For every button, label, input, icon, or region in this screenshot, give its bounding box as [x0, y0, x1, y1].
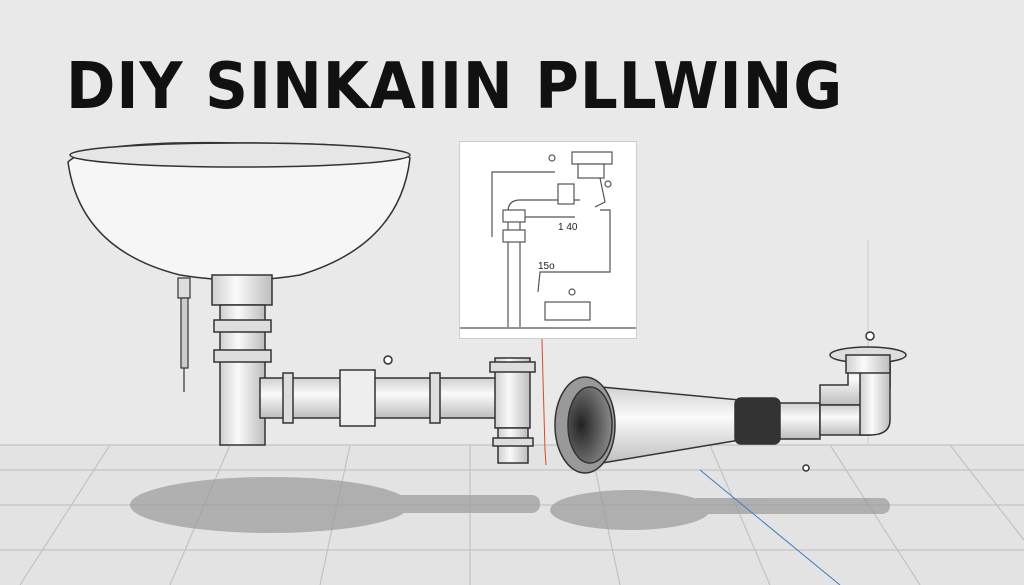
sink-basin	[67, 141, 411, 306]
schematic-label: 15o	[538, 261, 555, 272]
coupling-fitting	[554, 331, 907, 474]
shadows	[130, 477, 890, 533]
drain-pipes	[213, 304, 536, 464]
schematic-inset: 1 40 15o	[459, 141, 637, 339]
schematic-label: 1 40	[558, 222, 578, 233]
schematic-drawing	[460, 151, 636, 329]
page-title: DIY SINKAIIN PLLWING	[66, 50, 844, 124]
blue-guide-line	[699, 469, 841, 585]
faucet-valve	[177, 277, 191, 392]
